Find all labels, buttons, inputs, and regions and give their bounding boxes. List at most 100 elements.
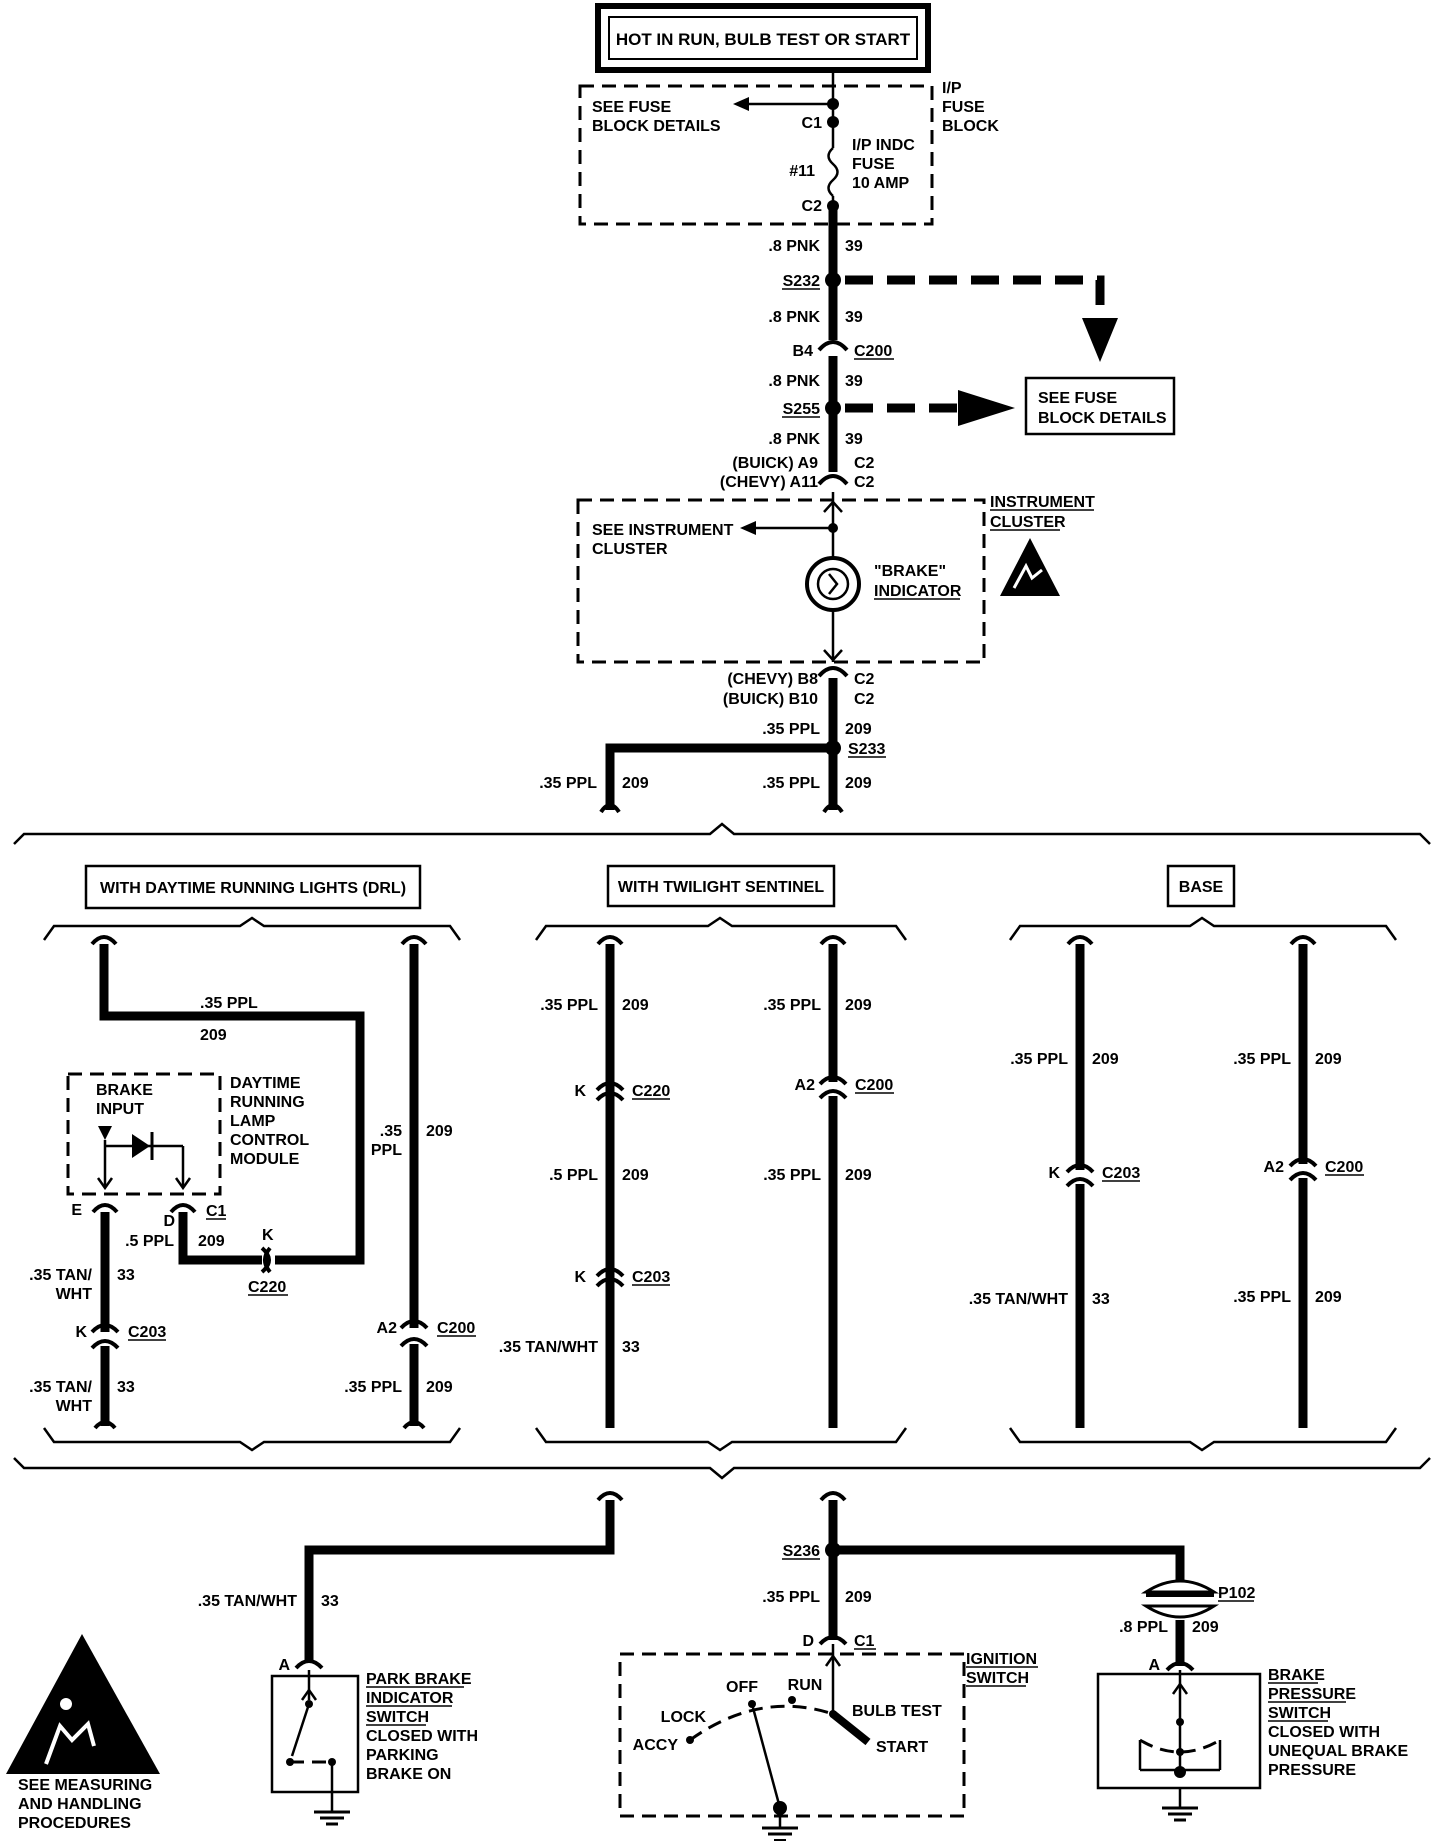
- svg-text:(CHEVY) B8: (CHEVY) B8: [727, 671, 818, 688]
- svg-text:209: 209: [845, 1589, 872, 1606]
- svg-text:33: 33: [1092, 1291, 1110, 1308]
- ground-icon: [1162, 1806, 1198, 1822]
- svg-text:RUNNING: RUNNING: [230, 1094, 305, 1111]
- svg-text:I/P: I/P: [942, 80, 962, 97]
- svg-text:33: 33: [321, 1593, 339, 1610]
- svg-text:.5 PPL: .5 PPL: [125, 1233, 174, 1250]
- esd-note: SEE MEASURING AND HANDLING PROCEDURES: [6, 1634, 160, 1832]
- svg-text:S232: S232: [783, 273, 820, 290]
- base-title: BASE: [1179, 879, 1224, 896]
- svg-text:C2: C2: [854, 455, 875, 472]
- svg-text:"BRAKE": "BRAKE": [874, 563, 946, 580]
- ignition-switch: [618, 1652, 966, 1818]
- svg-text:.35 TAN/WHT: .35 TAN/WHT: [969, 1291, 1068, 1308]
- connector-c2-top: [817, 474, 849, 486]
- svg-text:I/P INDC: I/P INDC: [852, 137, 915, 154]
- svg-text:C2: C2: [802, 198, 823, 215]
- twilight-section: WITH TWILIGHT SENTINEL .35 PPL 209 K C22…: [499, 864, 908, 1452]
- svg-text:#11: #11: [789, 163, 815, 180]
- svg-text:K: K: [262, 1227, 274, 1244]
- svg-text:D: D: [163, 1213, 175, 1230]
- ignition-circuit: S236 .35 PPL 209 D C1 OFF RUN LOCK BULB …: [618, 1491, 1185, 1841]
- svg-text:S255: S255: [783, 401, 820, 418]
- svg-text:SEE INSTRUMENT: SEE INSTRUMENT: [592, 522, 734, 539]
- svg-text:E: E: [71, 1202, 82, 1219]
- svg-text:UNEQUAL BRAKE: UNEQUAL BRAKE: [1268, 1743, 1408, 1760]
- svg-text:209: 209: [426, 1379, 453, 1396]
- svg-text:209: 209: [1092, 1051, 1119, 1068]
- svg-text:C203: C203: [632, 1269, 670, 1286]
- header-box: HOT IN RUN, BULB TEST OR START: [595, 3, 931, 73]
- svg-text:.5 PPL: .5 PPL: [549, 1167, 598, 1184]
- svg-text:.8 PNK: .8 PNK: [768, 431, 820, 448]
- svg-text:.8 PNK: .8 PNK: [768, 238, 820, 255]
- svg-text:.35 PPL: .35 PPL: [763, 1167, 821, 1184]
- svg-text:BLOCK DETAILS: BLOCK DETAILS: [1038, 410, 1167, 427]
- svg-text:209: 209: [845, 1167, 872, 1184]
- svg-text:(BUICK) B10: (BUICK) B10: [723, 691, 818, 708]
- svg-text:.35 PPL: .35 PPL: [1233, 1051, 1291, 1068]
- svg-text:SWITCH: SWITCH: [1268, 1705, 1331, 1722]
- svg-text:209: 209: [426, 1123, 453, 1140]
- svg-text:SWITCH: SWITCH: [366, 1709, 429, 1726]
- svg-text:209: 209: [622, 775, 649, 792]
- svg-text:.35 PPL: .35 PPL: [540, 997, 598, 1014]
- svg-text:10 AMP: 10 AMP: [852, 175, 910, 192]
- svg-text:LAMP: LAMP: [230, 1113, 276, 1130]
- svg-text:INDICATOR: INDICATOR: [874, 583, 962, 600]
- svg-text:CONTROL: CONTROL: [230, 1132, 309, 1149]
- ground-icon: [314, 1810, 350, 1826]
- svg-text:C203: C203: [1102, 1165, 1140, 1182]
- svg-text:.35 PPL: .35 PPL: [200, 995, 258, 1012]
- svg-text:.8 PNK: .8 PNK: [768, 373, 820, 390]
- diode-icon: [132, 1134, 150, 1158]
- svg-text:209: 209: [200, 1027, 227, 1044]
- cluster-output: (CHEVY) B8 (BUICK) B10 C2 C2 .35 PPL 209…: [539, 666, 886, 814]
- svg-text:ACCY: ACCY: [633, 1737, 679, 1754]
- svg-text:WHT: WHT: [56, 1286, 93, 1303]
- fuse-icon: [827, 147, 839, 197]
- svg-text:BRAKE: BRAKE: [1268, 1667, 1325, 1684]
- fuse-block: SEE FUSE BLOCK DETAILS C1 C2 #11 I/P IND…: [578, 70, 999, 226]
- svg-text:PROCEDURES: PROCEDURES: [18, 1815, 131, 1832]
- svg-text:209: 209: [1315, 1289, 1342, 1306]
- park-brake-switch: [270, 1674, 360, 1794]
- svg-text:.8 PNK: .8 PNK: [768, 309, 820, 326]
- svg-text:CLOSED WITH: CLOSED WITH: [1268, 1724, 1380, 1741]
- svg-text:K: K: [574, 1083, 586, 1100]
- svg-text:INSTRUMENT: INSTRUMENT: [990, 494, 1095, 511]
- base-section: BASE .35 PPL 209 K C203 .35 TAN/WHT 33 .…: [969, 864, 1398, 1452]
- svg-text:.35 PPL: .35 PPL: [1010, 1051, 1068, 1068]
- brake-pressure-circuit: P102 .8 PPL 209 A BRAKE PRESSURE SWITCH …: [1096, 1579, 1408, 1822]
- svg-text:.35 PPL: .35 PPL: [762, 775, 820, 792]
- svg-text:C2: C2: [854, 474, 875, 491]
- svg-text:.35 PPL: .35 PPL: [762, 721, 820, 738]
- esd-warning-icon: [6, 1634, 160, 1774]
- svg-text:K: K: [75, 1324, 87, 1341]
- svg-text:LOCK: LOCK: [661, 1709, 707, 1726]
- svg-text:39: 39: [845, 431, 863, 448]
- svg-text:C220: C220: [248, 1279, 286, 1296]
- svg-text:209: 209: [622, 1167, 649, 1184]
- svg-text:OFF: OFF: [726, 1679, 758, 1696]
- park-brake-circuit: .35 TAN/WHT 33 A PARK BRAKE INDICATOR SW…: [198, 1491, 624, 1826]
- svg-text:C203: C203: [128, 1324, 166, 1341]
- connector-p102: [1140, 1579, 1220, 1594]
- svg-text:CLOSED WITH: CLOSED WITH: [366, 1728, 478, 1745]
- svg-text:INPUT: INPUT: [96, 1101, 144, 1118]
- svg-text:.35 TAN/: .35 TAN/: [29, 1267, 92, 1284]
- svg-text:33: 33: [117, 1379, 135, 1396]
- svg-text:.35 TAN/WHT: .35 TAN/WHT: [499, 1339, 598, 1356]
- svg-text:(BUICK) A9: (BUICK) A9: [732, 455, 818, 472]
- svg-text:FUSE: FUSE: [942, 99, 985, 116]
- svg-text:D: D: [802, 1633, 814, 1650]
- instrument-cluster: SEE INSTRUMENT CLUSTER "BRAKE" INDICATOR…: [576, 492, 1095, 664]
- svg-text:C200: C200: [854, 343, 892, 360]
- svg-text:S236: S236: [783, 1543, 820, 1560]
- section-brace-bottom: [13, 1457, 1431, 1480]
- svg-text:BRAKE: BRAKE: [96, 1082, 153, 1099]
- svg-text:BULB TEST: BULB TEST: [852, 1703, 942, 1720]
- svg-text:S233: S233: [848, 741, 885, 758]
- svg-text:C1: C1: [206, 1203, 227, 1220]
